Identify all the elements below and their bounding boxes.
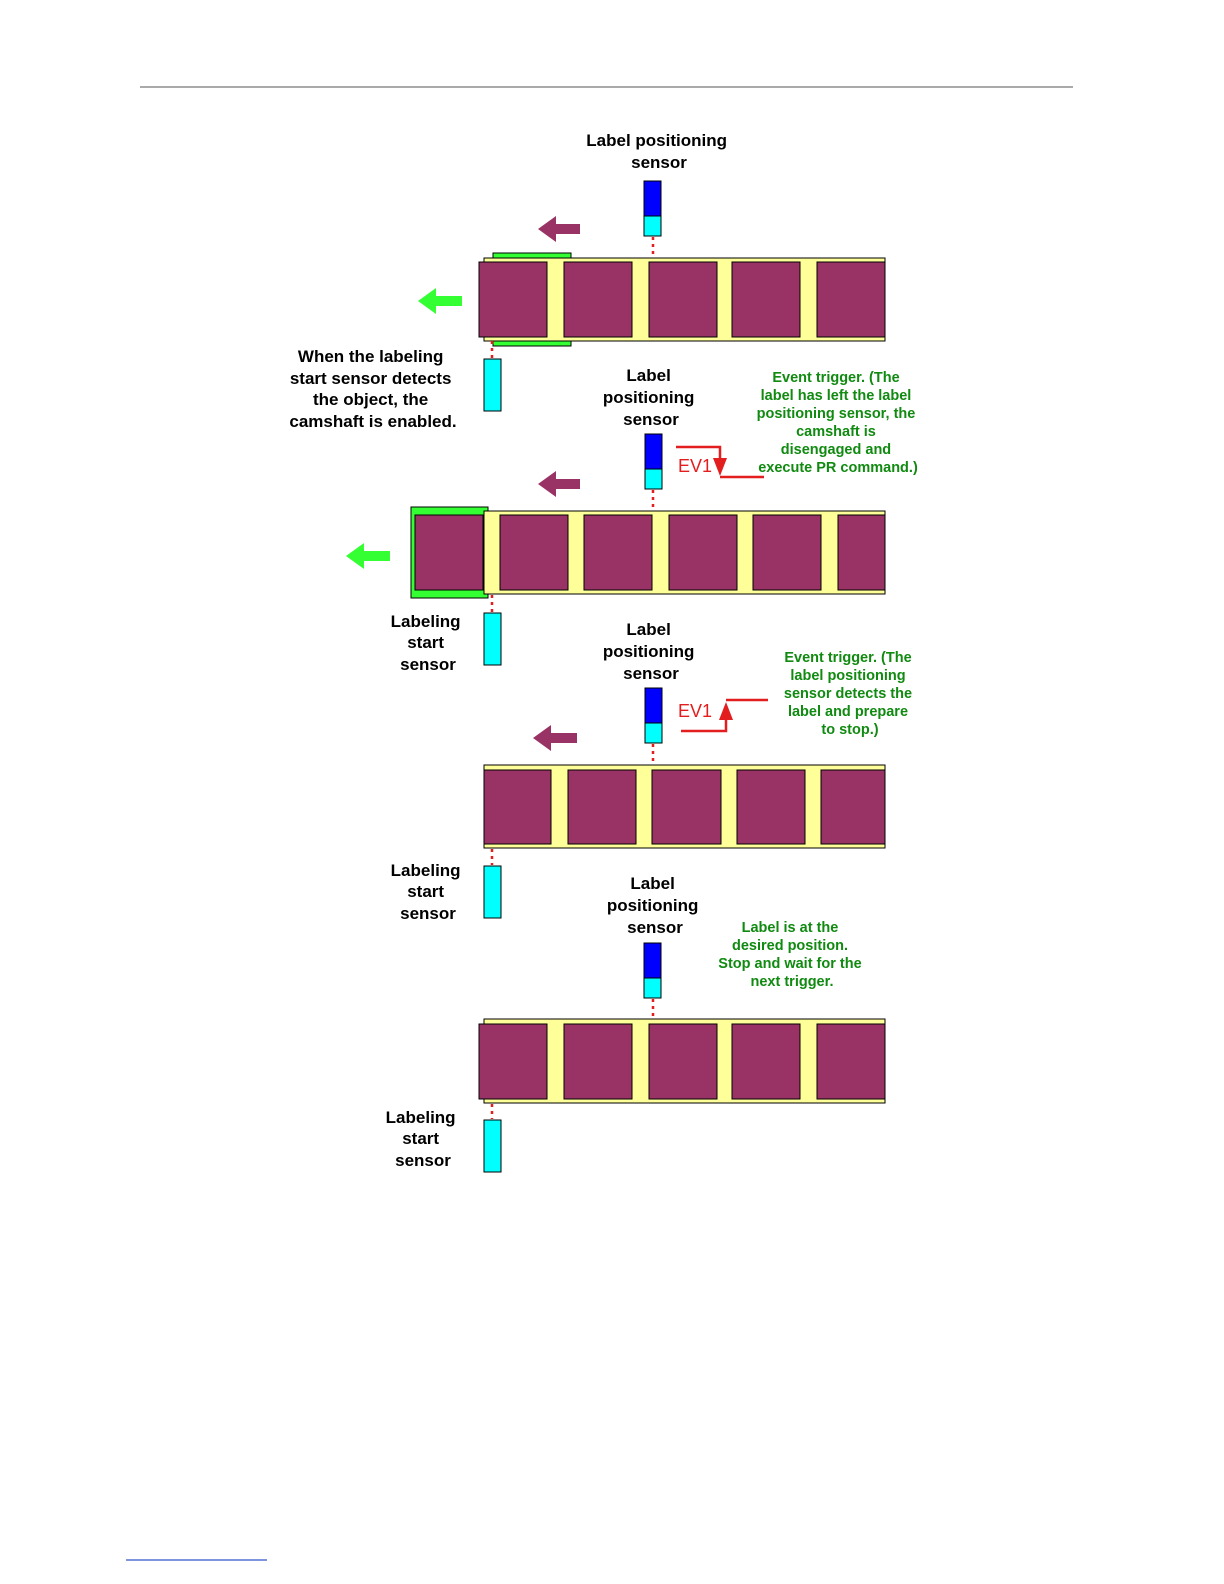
label-line: Label: [626, 366, 670, 385]
event-label: EV1: [678, 701, 712, 721]
label-motion-arrow-icon: [538, 216, 580, 242]
label-positioning-sensor-icon: [644, 687, 663, 744]
label-positioning-sensor-icon: [643, 180, 662, 237]
panel-4: Label positioning sensor Label is at the…: [386, 874, 886, 1173]
label-positioning-sensor-icon: [643, 942, 662, 999]
note-line: label and prepare: [788, 704, 908, 720]
label-motion-arrow-icon: [538, 471, 580, 497]
label: [731, 1023, 801, 1100]
note-line: When the labeling: [298, 347, 443, 366]
label-line: sensor: [623, 664, 679, 683]
label-line: sensor: [395, 1151, 451, 1170]
label: [820, 769, 886, 845]
note-line: Stop and wait for the: [718, 956, 861, 972]
label: [837, 514, 886, 591]
note-line: Event trigger. (The: [772, 370, 899, 386]
panel4-positioning-sensor-label: Label positioning sensor: [607, 874, 703, 937]
label-line: start: [407, 882, 444, 901]
note-line: Label is at the: [742, 920, 839, 936]
panel-2: Label positioning sensor Event trigger. …: [346, 366, 920, 674]
note-line: to stop.): [821, 722, 878, 738]
label: [651, 769, 722, 845]
label-motion-arrow-icon: [533, 725, 577, 751]
note-line: camshaft is: [796, 424, 876, 440]
note-line: label positioning: [790, 668, 905, 684]
label: [563, 261, 633, 338]
panel1-positioning-sensor-label: Label positioning sensor: [586, 131, 731, 172]
panel4-status-note: Label is at the desired position. Stop a…: [718, 920, 865, 990]
label: [731, 261, 801, 338]
label: [736, 769, 806, 845]
label-line: Labeling: [386, 1108, 456, 1127]
panel1-start-note: When the labeling start sensor detects t…: [289, 347, 456, 431]
label: [567, 769, 637, 845]
note-line: disengaged and: [781, 442, 891, 458]
labeling-start-sensor-icon: [483, 358, 502, 412]
object-motion-arrow-icon: [346, 543, 390, 569]
label: [483, 769, 552, 845]
note-line: start sensor detects: [290, 369, 452, 388]
label: [816, 261, 886, 338]
note-line: desired position.: [732, 938, 848, 954]
label: [478, 261, 548, 338]
panel-1: Label positioning sensor When the labeli…: [289, 131, 886, 431]
note-line: Event trigger. (The: [784, 650, 911, 666]
label-positioning-sensor-icon: [644, 433, 663, 490]
panel2-event-note: Event trigger. (The label has left the l…: [757, 370, 920, 476]
label: [648, 1023, 718, 1100]
label-line: positioning: [603, 642, 695, 661]
label: [668, 514, 738, 591]
label: [563, 1023, 633, 1100]
label-line: positioning: [607, 896, 699, 915]
panel3-start-sensor-label: Labeling start sensor: [391, 861, 466, 923]
panel2-start-sensor-label: Labeling start sensor: [391, 612, 466, 674]
labeling-start-sensor-icon: [483, 612, 502, 666]
panel4-start-sensor-label: Labeling start sensor: [386, 1108, 461, 1170]
object-motion-arrow-icon: [418, 288, 462, 314]
label-line: start: [407, 633, 444, 652]
label: [583, 514, 653, 591]
label: [478, 1023, 548, 1100]
panel2-positioning-sensor-label: Label positioning sensor: [603, 366, 699, 429]
label-line: Label: [626, 620, 670, 639]
labeling-start-sensor-icon: [483, 1119, 502, 1173]
label-line: sensor: [400, 904, 456, 923]
note-line: camshaft is enabled.: [289, 412, 456, 431]
label-line: start: [402, 1129, 439, 1148]
note-line: label has left the label: [761, 388, 912, 404]
label-line: sensor: [400, 655, 456, 674]
label-line: Labeling: [391, 861, 461, 880]
label: [499, 514, 569, 591]
label-line: Label: [630, 874, 674, 893]
label: [648, 261, 718, 338]
label: [414, 514, 484, 591]
panel-3: Label positioning sensor Event trigger. …: [391, 620, 916, 923]
label-line: Labeling: [391, 612, 461, 631]
event-label: EV1: [678, 456, 712, 476]
label-line: sensor: [627, 918, 683, 937]
event-up-arrow-icon: [681, 698, 768, 733]
panel3-positioning-sensor-label: Label positioning sensor: [603, 620, 699, 683]
label-line: sensor: [631, 153, 687, 172]
label: [816, 1023, 886, 1100]
label-line: sensor: [623, 410, 679, 429]
label: [752, 514, 822, 591]
panel3-event-note: Event trigger. (The label positioning se…: [784, 650, 916, 738]
note-line: positioning sensor, the: [757, 406, 916, 422]
note-line: execute PR command.): [758, 460, 918, 476]
label-line: positioning: [603, 388, 695, 407]
note-line: sensor detects the: [784, 686, 912, 702]
note-line: next trigger.: [751, 974, 834, 990]
note-line: the object, the: [313, 390, 428, 409]
event-down-arrow-icon: [676, 445, 764, 479]
label-line: Label positioning: [586, 131, 727, 150]
labeling-start-sensor-icon: [483, 865, 502, 919]
